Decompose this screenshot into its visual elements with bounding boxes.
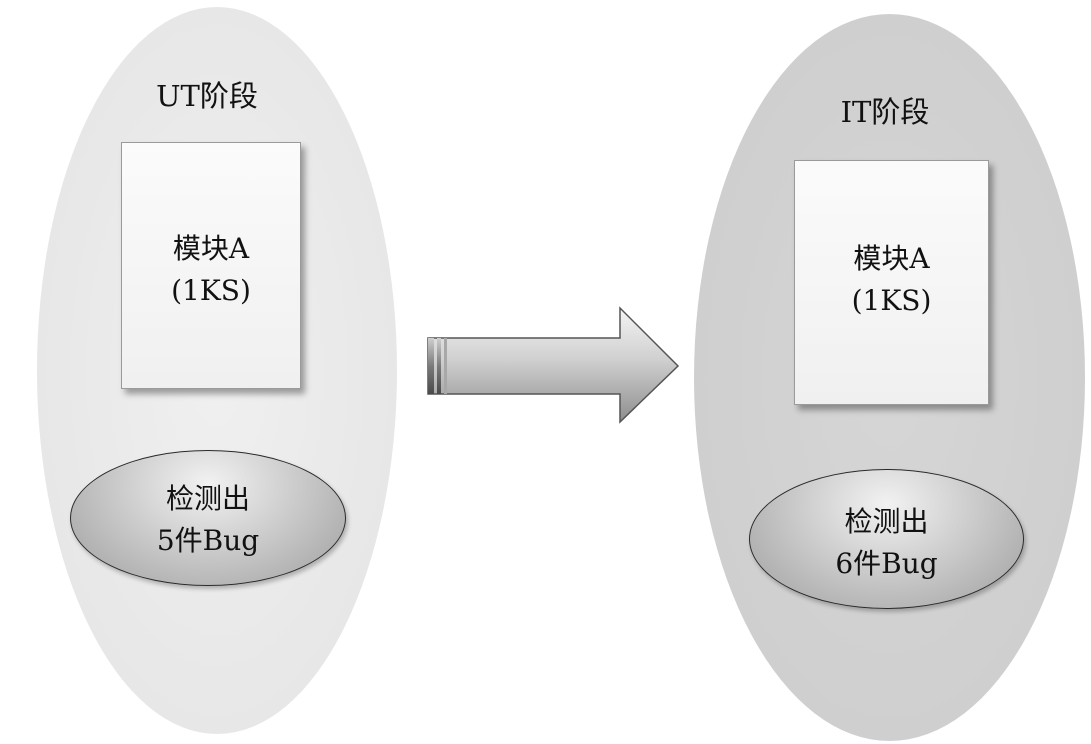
ut-module-box (121, 142, 301, 389)
ut-bug-line1: 检测出 (165, 482, 250, 515)
it-module-label: 模块A (1KS) (794, 238, 989, 322)
it-bug-oval (749, 469, 1024, 609)
it-module-size: (1KS) (851, 284, 932, 317)
it-bug-line2: 6件Bug (835, 547, 938, 580)
right-arrow-icon (427, 306, 680, 424)
ut-phase-title: UT阶段 (156, 79, 258, 113)
it-bug-label: 检测出 6件Bug (749, 501, 1024, 585)
ut-module-name: 模块A (172, 232, 250, 265)
ut-bug-label: 检测出 5件Bug (70, 478, 346, 562)
it-module-name: 模块A (853, 242, 930, 275)
ut-module-size: (1KS) (171, 274, 251, 307)
ut-bug-oval (70, 450, 346, 586)
ut-module-label: 模块A (1KS) (121, 228, 301, 312)
ut-bug-line2: 5件Bug (156, 524, 260, 557)
it-module-box (794, 160, 989, 405)
it-phase-title: IT阶段 (840, 95, 930, 129)
it-bug-line1: 检测出 (844, 505, 929, 538)
